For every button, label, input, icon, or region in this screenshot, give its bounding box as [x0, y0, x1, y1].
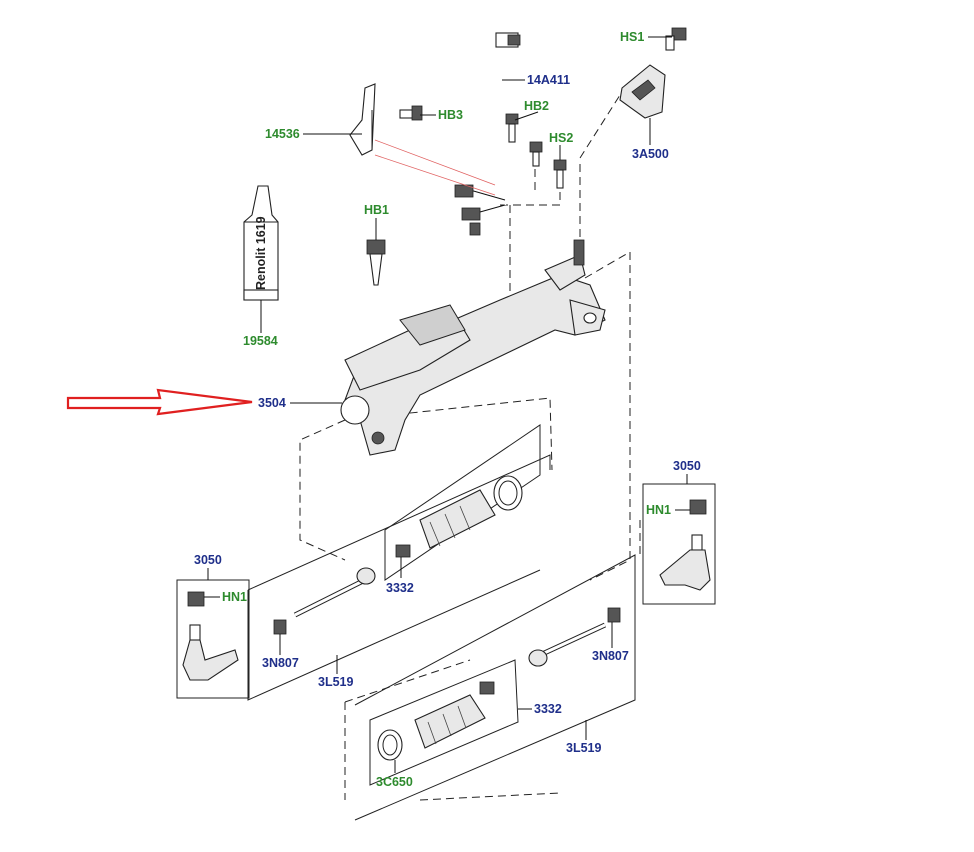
- label-hs1: HS1: [620, 30, 644, 44]
- label-3050-left: 3050: [194, 553, 222, 567]
- label-hn1-right: HN1: [646, 503, 671, 517]
- label-3332-lower: 3332: [534, 702, 562, 716]
- label-hs2: HS2: [549, 131, 573, 145]
- label-3l519-right: 3L519: [566, 741, 601, 755]
- label-3n807-left: 3N807: [262, 656, 299, 670]
- label-hb3: HB3: [438, 108, 463, 122]
- tie-rod-end-left: [182, 591, 239, 681]
- bracket-14536: [349, 83, 376, 156]
- assembly-dashed-outlines: [299, 94, 641, 801]
- leader-lines: [204, 36, 690, 773]
- boot-kit-lower: [377, 681, 495, 761]
- kit-boxes: [176, 424, 716, 821]
- label-3050-right: 3050: [673, 459, 701, 473]
- label-hn1-left: HN1: [222, 590, 247, 604]
- bolt-hs1: [665, 27, 687, 51]
- label-14536: 14536: [265, 127, 300, 141]
- boot-kit-upper: [395, 475, 523, 558]
- tie-rod-upper: [273, 567, 376, 635]
- tie-rod-end-right: [659, 499, 711, 591]
- grease-tube-19584: [243, 185, 279, 301]
- label-19584: 19584: [243, 334, 278, 348]
- label-3a500: 3A500: [632, 147, 669, 161]
- tube-text: Renolit 1619: [254, 216, 268, 290]
- red-arrow-icon: [66, 388, 253, 416]
- label-3l519-left: 3L519: [318, 675, 353, 689]
- bolt-hs2: [529, 141, 567, 189]
- steering-rack-3504: [340, 239, 606, 456]
- label-3332-upper: 3332: [386, 581, 414, 595]
- bolt-hb1: [366, 239, 386, 286]
- label-3504: 3504: [258, 396, 286, 410]
- label-14a411: 14A411: [527, 73, 570, 87]
- label-3c650: 3C650: [376, 775, 413, 789]
- bolt-hb3: [399, 105, 423, 121]
- wiring-harness: [454, 32, 521, 236]
- control-module-3a500: [619, 64, 666, 119]
- tie-rod-lower: [528, 607, 621, 667]
- label-hb1: HB1: [364, 203, 389, 217]
- label-hb2: HB2: [524, 99, 549, 113]
- label-3n807-right: 3N807: [592, 649, 629, 663]
- bolt-hb2: [505, 113, 519, 143]
